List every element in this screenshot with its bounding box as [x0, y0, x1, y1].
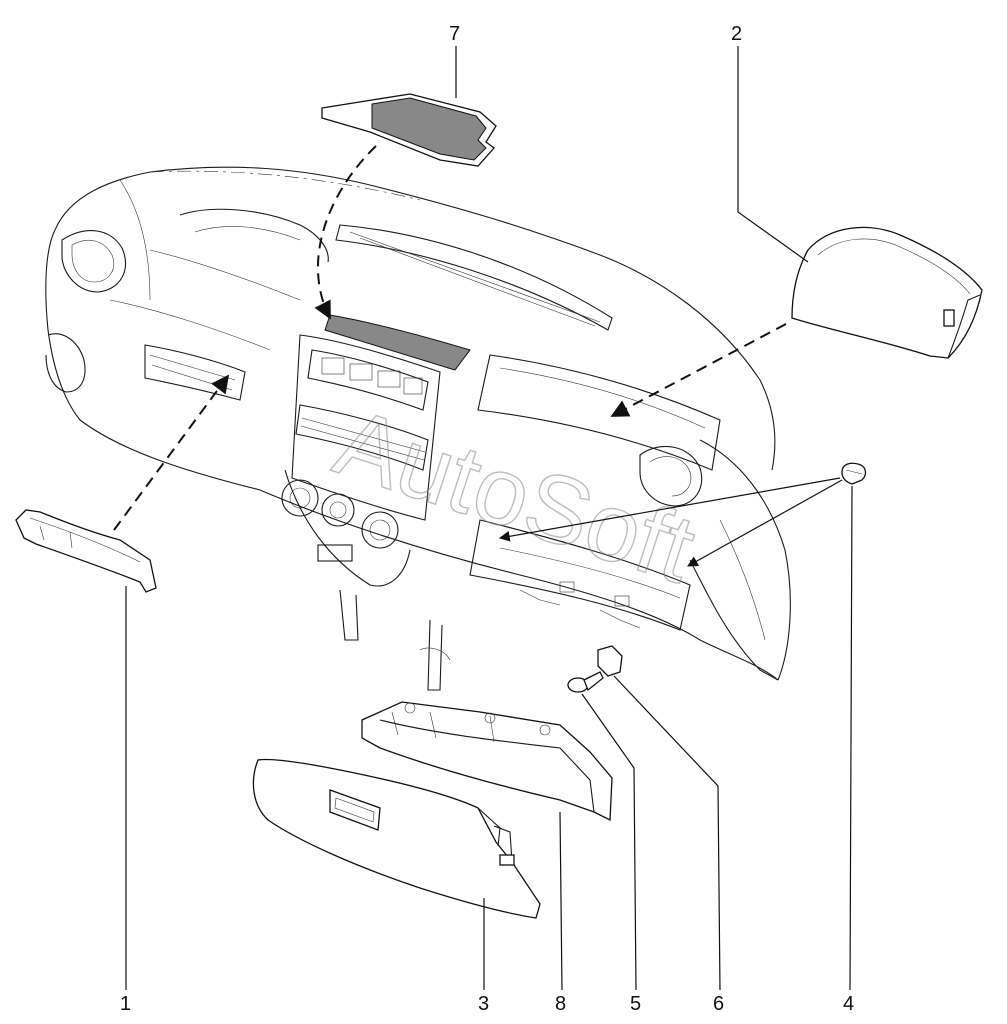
dashboard-panel [45, 166, 791, 691]
assembly-arrows [113, 145, 843, 567]
part-4-clip [841, 462, 867, 485]
callout-7: 7 [449, 23, 460, 45]
part-1-lower-trim [15, 509, 157, 593]
watermark-text: AutoSoft [324, 388, 707, 604]
callout-4: 4 [843, 993, 854, 1015]
callout-1: 1 [120, 993, 131, 1015]
part-5-screw [567, 671, 604, 693]
part-8-glovebox-housing [361, 701, 613, 822]
callout-3: 3 [478, 993, 489, 1015]
callout-labels: 7 2 1 3 8 5 6 4 [120, 23, 854, 1015]
part-2-airbag-cover [791, 226, 983, 359]
callout-2: 2 [731, 23, 742, 45]
part-6-bracket [597, 645, 623, 677]
callout-8: 8 [555, 993, 566, 1015]
leader-lines [125, 46, 853, 991]
part-3-glovebox-lid [252, 758, 541, 919]
callout-5: 5 [630, 993, 641, 1015]
part-7-defroster-grille [321, 93, 497, 167]
callout-6: 6 [713, 993, 724, 1015]
